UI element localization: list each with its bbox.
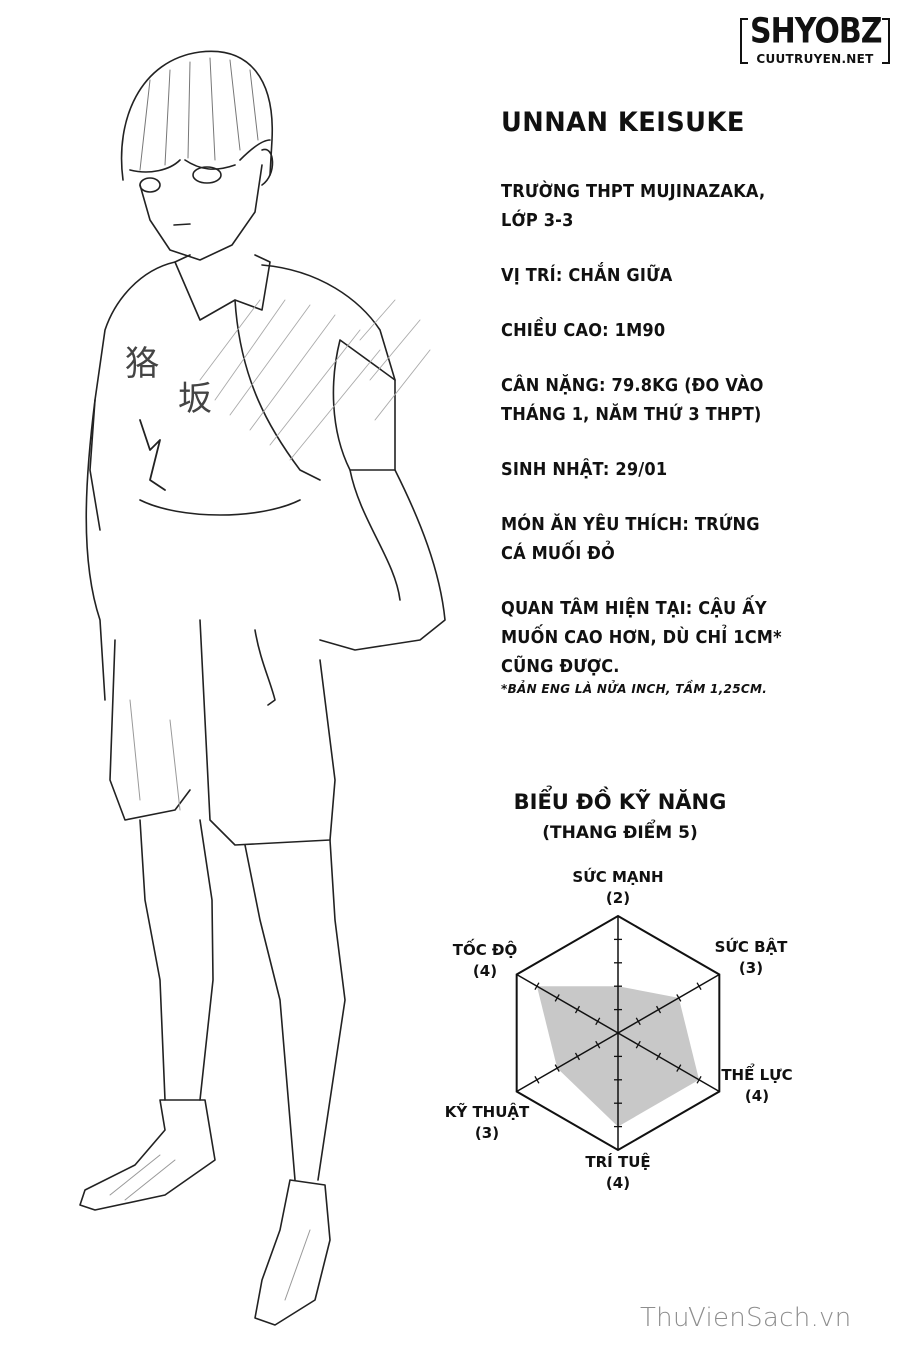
character-sketch-illustration: 狢 坂 — [79, 50, 446, 1326]
radar-axis-line — [617, 973, 720, 1034]
radar-tick-mark — [595, 1017, 601, 1026]
radar-tick-mark — [534, 1076, 540, 1084]
logo-brand-text: SHYOBZ — [750, 11, 883, 52]
hair-sketch — [120, 50, 273, 181]
radar-tick-mark — [574, 1052, 581, 1061]
axis-label-4: KỸ THUẬT (3) — [444, 1103, 530, 1142]
logo-bracket-right — [882, 18, 890, 64]
shorts-sketch — [109, 619, 336, 846]
svg-text:狢: 狢 — [125, 344, 159, 384]
skill-chart-title: BIỂU ĐỒ KỸ NĂNG — [513, 790, 727, 814]
profile-birthday: SINH NHẬT: 29/01 — [501, 459, 668, 480]
logo-site-text: CUUTRUYEN.NET — [756, 52, 874, 66]
axis-label-5: TỐC ĐỘ (4) — [452, 941, 518, 980]
axis-label-2: THỂ LỰC (4) — [721, 1066, 793, 1105]
radar-tick-mark — [655, 1005, 662, 1014]
radar-tick-mark — [574, 1005, 581, 1014]
radar-axis-line — [516, 973, 619, 1034]
profile-current-concern: QUAN TÂM HIỆN TẠI: CẬU ẤY MUỐN CAO HƠN, … — [501, 598, 782, 677]
radar-tick-mark — [696, 1076, 702, 1084]
axis-label-3: TRÍ TUỆ (4) — [585, 1153, 651, 1192]
shoes-sketch — [79, 1099, 331, 1326]
profile-favorite-food: MÓN ĂN YÊU THÍCH: TRỨNG CÁ MUỐI ĐỎ — [501, 514, 760, 564]
svg-text:坂: 坂 — [178, 379, 212, 419]
watermark-text: ThuVienSach.vn — [640, 1303, 852, 1333]
radar-axis-line — [516, 1032, 619, 1093]
axis-label-0: SỨC MẠNH (2) — [572, 868, 664, 907]
arms-sketch — [85, 399, 446, 706]
radar-tick-mark — [676, 1064, 682, 1072]
character-name: UNNAN KEISUKE — [501, 107, 745, 138]
radar-tick-mark — [635, 1040, 641, 1049]
axis-label-1: SỨC BẬT (3) — [714, 938, 788, 977]
radar-tick-mark — [595, 1040, 601, 1049]
shading-hatching — [199, 299, 431, 461]
profile-height: CHIỀU CAO: 1M90 — [501, 320, 666, 341]
profile-school: TRƯỜNG THPT MUJINAZAKA, LỚP 3-3 — [501, 181, 766, 231]
logo-bracket-left — [740, 18, 748, 64]
radar-plot — [515, 914, 721, 1152]
profile-weight: CÂN NẶNG: 79.8KG (ĐO VÀO THÁNG 1, NĂM TH… — [501, 375, 764, 425]
radar-tick-mark — [676, 994, 682, 1002]
radar-tick-mark — [635, 1017, 641, 1026]
skill-radar-chart: SỨC MẠNH (2) SỨC BẬT (3) THỂ LỰC (4) TRÍ… — [400, 860, 830, 1220]
profile-footnote: *BẢN ENG LÀ NỬA INCH, TẦM 1,25CM. — [501, 682, 768, 696]
radar-tick-mark — [696, 982, 702, 990]
shirt-sketch: 狢 坂 — [89, 254, 396, 531]
radar-tick-mark — [554, 994, 560, 1002]
radar-axis-line — [617, 1032, 720, 1093]
site-logo: SHYOBZ CUUTRUYEN.NET — [740, 11, 890, 70]
character-profile: UNNAN KEISUKE TRƯỜNG THPT MUJINAZAKA, LỚ… — [501, 105, 821, 697]
radar-tick-mark — [554, 1064, 560, 1072]
profile-position: VỊ TRÍ: CHẮN GIỮA — [501, 265, 673, 286]
radar-tick-mark — [655, 1052, 662, 1061]
radar-tick-mark — [534, 982, 540, 990]
legs-sketch — [139, 819, 346, 1181]
skill-chart-subtitle: (THANG ĐIỂM 5) — [542, 823, 698, 843]
face-sketch — [139, 148, 274, 261]
